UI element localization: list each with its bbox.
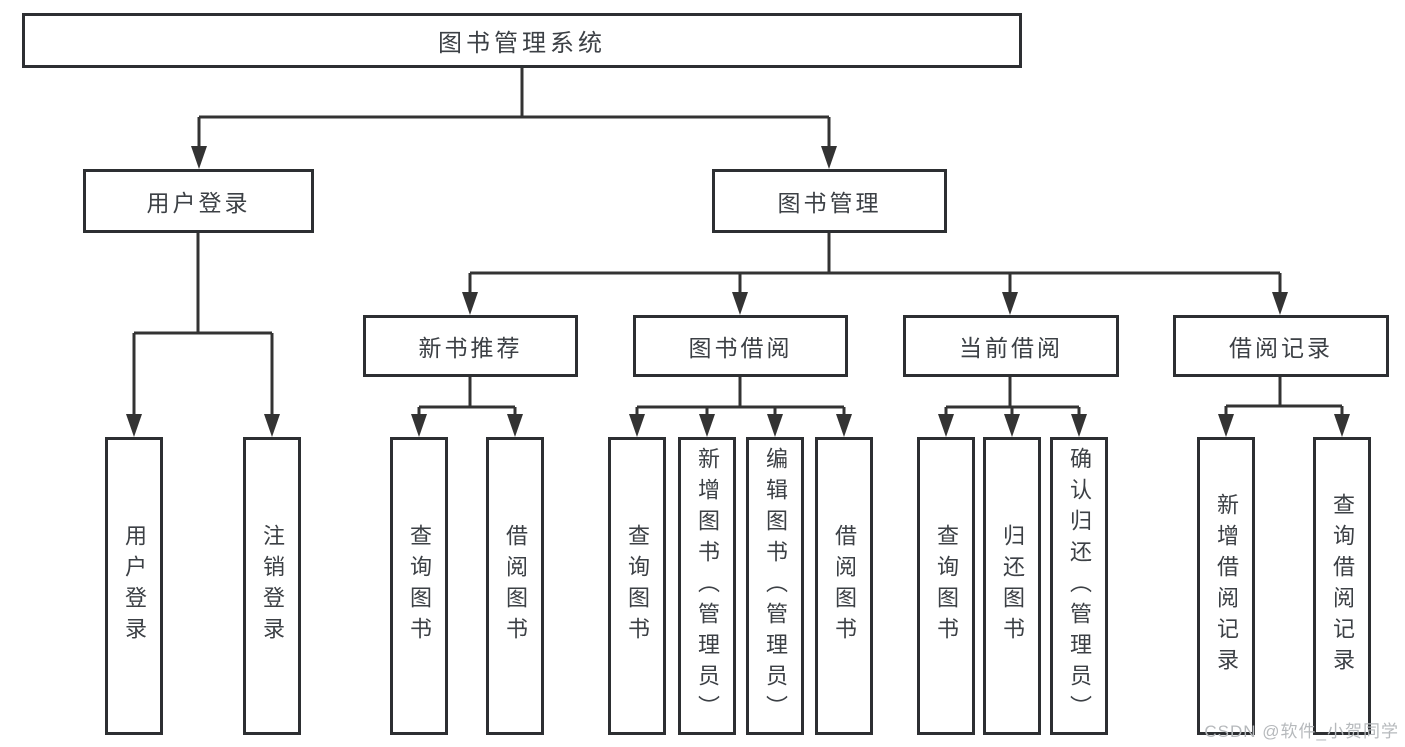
leaf-query-books-current: 查询图书 [917, 437, 975, 735]
leaf-borrow-books-recommend: 借阅图书 [486, 437, 544, 735]
leaf-return-books: 归还图书 [983, 437, 1041, 735]
leaf-query-books-recommend-label: 查询图书 [407, 524, 432, 648]
node-user-login: 用户登录 [83, 169, 314, 233]
leaf-borrow-books: 借阅图书 [815, 437, 873, 735]
node-new-book-recommend: 新书推荐 [363, 315, 578, 377]
leaf-add-book-admin: 新增图书（管理员） [678, 437, 736, 735]
csdn-watermark: CSDN @软件_小贺同学 [1204, 722, 1399, 741]
leaf-query-borrow-record-label: 查询借阅记录 [1330, 493, 1355, 679]
leaf-add-book-admin-label: 新增图书（管理员） [695, 446, 720, 726]
leaf-edit-book-admin-label: 编辑图书（管理员） [763, 446, 788, 726]
leaf-logout: 注销登录 [243, 437, 301, 735]
leaf-confirm-return-admin-label: 确认归还（管理员） [1067, 446, 1092, 726]
node-current-borrowing: 当前借阅 [903, 315, 1119, 377]
leaf-borrow-books-recommend-label: 借阅图书 [503, 524, 528, 648]
leaf-query-books-recommend: 查询图书 [390, 437, 448, 735]
leaf-edit-book-admin: 编辑图书（管理员） [746, 437, 804, 735]
connector-paths [132, 68, 1344, 416]
leaf-user-login-label: 用户登录 [122, 524, 147, 648]
leaf-user-login: 用户登录 [105, 437, 163, 735]
leaf-add-borrow-record-label: 新增借阅记录 [1214, 493, 1239, 679]
leaf-borrow-books-label: 借阅图书 [832, 524, 857, 648]
node-book-borrowing: 图书借阅 [633, 315, 848, 377]
leaf-query-books-borrowing-label: 查询图书 [625, 524, 650, 648]
leaf-query-borrow-record: 查询借阅记录 [1313, 437, 1371, 735]
leaf-logout-label: 注销登录 [260, 524, 285, 648]
node-borrowing-records: 借阅记录 [1173, 315, 1389, 377]
leaf-return-books-label: 归还图书 [1000, 524, 1025, 648]
leaf-query-books-borrowing: 查询图书 [608, 437, 666, 735]
node-book-management: 图书管理 [712, 169, 947, 233]
leaf-confirm-return-admin: 确认归还（管理员） [1050, 437, 1108, 735]
node-library-management-system: 图书管理系统 [22, 13, 1022, 68]
connector-arrowheads [126, 146, 1350, 437]
leaf-add-borrow-record: 新增借阅记录 [1197, 437, 1255, 735]
leaf-query-books-current-label: 查询图书 [934, 524, 959, 648]
